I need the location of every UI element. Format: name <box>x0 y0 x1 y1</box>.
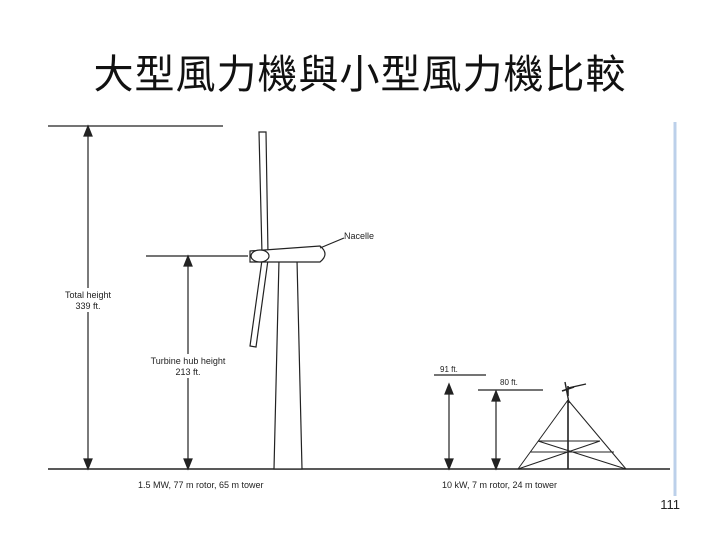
large-turbine <box>249 131 345 470</box>
total-height-label-bg <box>42 288 134 312</box>
small-turbine-tail <box>567 383 587 389</box>
small-turbine <box>517 381 627 470</box>
turbine-comparison-diagram: Total height 339 ft. Turbine hub height … <box>38 120 678 496</box>
nacelle-label: Nacelle <box>344 231 374 241</box>
small-turbine-leg-left <box>517 399 569 470</box>
hub-height-value: 213 ft. <box>175 367 200 377</box>
small-turbine-leg-right <box>567 399 627 470</box>
small-turbine-blade-b <box>564 381 570 404</box>
total-height-label: Total height <box>65 290 112 300</box>
slide-title: 大型風力機與小型風力機比較 <box>93 52 627 98</box>
small-height-b-dimension <box>478 389 543 471</box>
small-height-a-dimension <box>434 374 486 471</box>
hub-height-label-bg <box>126 354 250 378</box>
large-turbine-hub <box>250 249 270 263</box>
small-height-b-label: 80 ft. <box>500 378 518 387</box>
large-turbine-caption: 1.5 MW, 77 m rotor, 65 m tower <box>138 480 264 490</box>
page-number: 111 <box>660 497 680 512</box>
hub-height-label: Turbine hub height <box>151 356 226 366</box>
diagram-frame <box>38 120 678 496</box>
small-turbine-caption: 10 kW, 7 m rotor, 24 m tower <box>442 480 557 490</box>
total-height-value: 339 ft. <box>75 301 100 311</box>
small-height-a-label: 91 ft. <box>440 365 458 374</box>
large-turbine-tower <box>273 259 303 470</box>
nacelle-leader-line <box>319 237 345 249</box>
